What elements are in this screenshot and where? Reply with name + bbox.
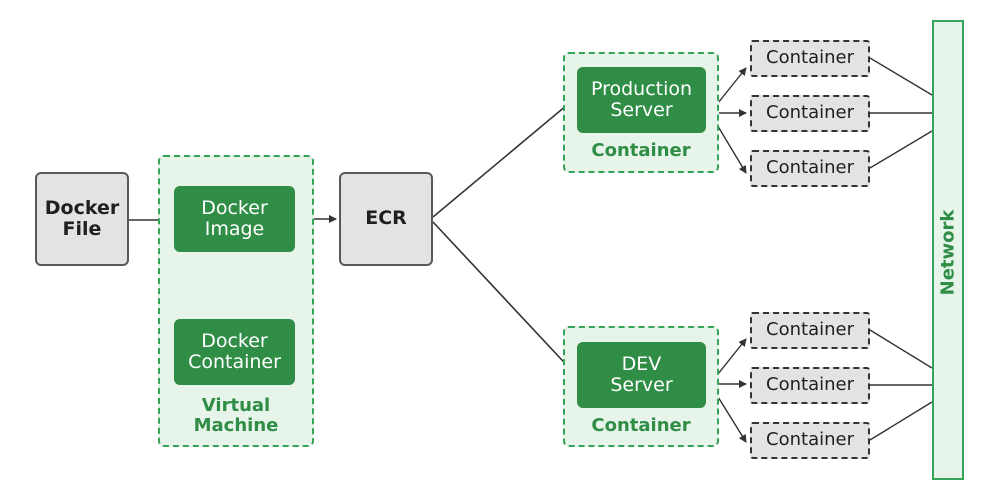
dev-server-node: DEV Server <box>577 342 706 408</box>
arrow-ecr-to-production <box>432 99 574 218</box>
ecr-node: ECR <box>339 172 433 266</box>
virtual-machine-label: Virtual Machine <box>158 395 314 437</box>
link-prod-container-3-network <box>869 130 933 169</box>
network-label: Network <box>937 209 959 295</box>
docker-file-node: Docker File <box>35 172 129 266</box>
production-server-node: Production Server <box>577 67 706 133</box>
prod-container-3: Container <box>750 150 870 187</box>
docker-container-line-2: Container <box>188 351 281 373</box>
docker-image-line-1: Docker <box>201 196 268 219</box>
link-prod-container-1-network <box>869 57 933 96</box>
production-group-label: Container <box>591 140 691 161</box>
dev-container-2: Container <box>750 367 870 404</box>
virtual-machine-line-1: Virtual <box>201 395 271 416</box>
production-server-line-2: Server <box>610 99 673 121</box>
dev-group-label: Container <box>591 415 691 436</box>
docker-container-line-1: Docker <box>201 329 268 352</box>
docker-file-line-1: Docker <box>44 196 120 219</box>
docker-file-line-2: File <box>62 218 102 240</box>
docker-image-node: Docker Image <box>174 186 295 252</box>
prod-container-2: Container <box>750 95 870 132</box>
ecr-label: ECR <box>365 207 407 230</box>
dev-server-line-1: DEV <box>621 352 662 375</box>
dev-container-1: Container <box>750 312 870 349</box>
virtual-machine-line-2: Machine <box>193 415 279 437</box>
docker-image-line-2: Image <box>204 218 265 240</box>
arrow-ecr-to-dev <box>432 221 576 375</box>
link-dev-container-3-network <box>869 401 933 441</box>
docker-container-node: Docker Container <box>174 319 295 385</box>
dev-container-3: Container <box>750 422 870 459</box>
dev-server-line-2: Server <box>610 374 673 396</box>
prod-container-1: Container <box>750 40 870 77</box>
network-label-wrap: Network <box>932 207 964 297</box>
production-server-line-1: Production <box>590 77 693 100</box>
network-bar <box>932 20 964 480</box>
link-dev-container-1-network <box>869 329 933 369</box>
